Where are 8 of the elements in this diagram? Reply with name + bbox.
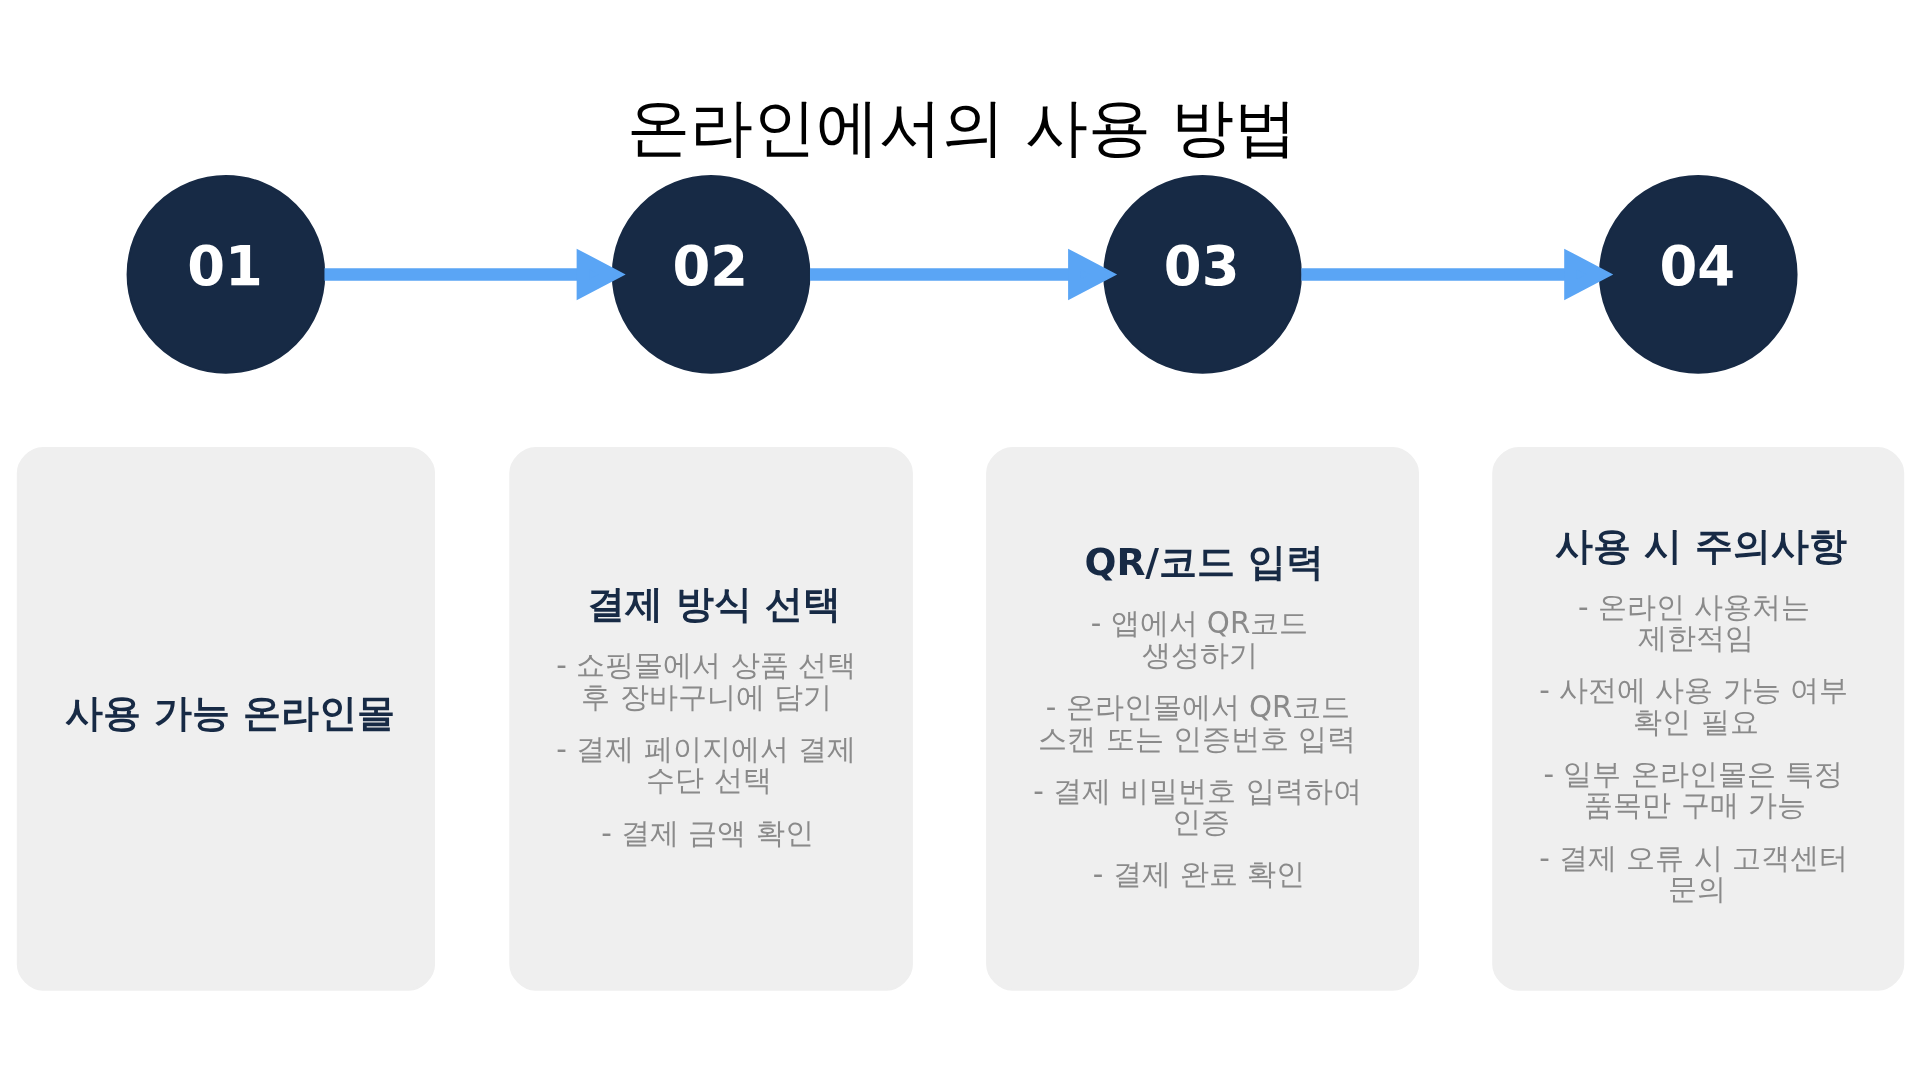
node-circle: 02 <box>611 175 810 374</box>
node-circle: 04 <box>1598 175 1798 374</box>
arrow <box>323 248 626 301</box>
node-circle: 03 <box>1102 175 1302 374</box>
arrow <box>1300 248 1613 301</box>
diagram-title: 온라인에서의 사용 방법 <box>626 90 1297 164</box>
arrow <box>809 248 1117 301</box>
node-circle: 01 <box>126 175 325 374</box>
